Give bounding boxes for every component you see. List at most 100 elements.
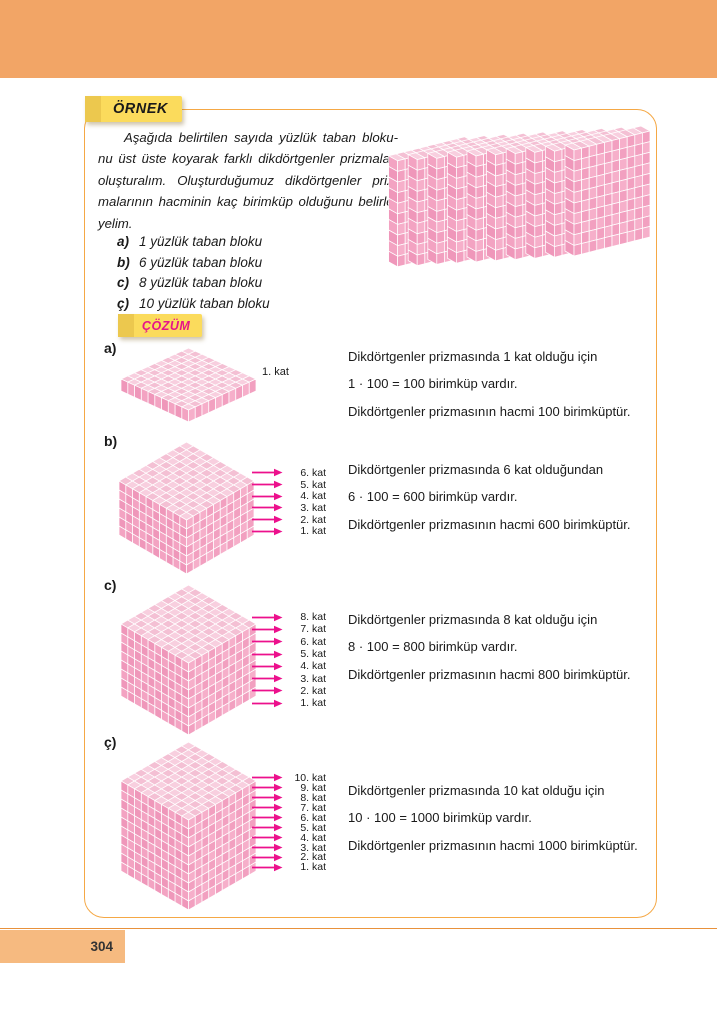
question-item-text: 10 yüzlük taban bloku [139,295,270,311]
layer-label: 2. kat [300,684,326,697]
solution-text: Dikdörtgenler prizmasında 8 kat olduğu i… [348,606,650,688]
layer-arrow-icon [252,492,283,500]
hundred-blocks-illustration [388,125,652,268]
question-item-marker: b) [117,254,130,270]
base-ten-block-figure [120,741,257,911]
layer-arrow-row: 6. kat [252,811,326,824]
layer-arrow-icon [252,515,283,524]
layer-arrow-icon [252,823,283,832]
layer-label: 4. kat [300,660,326,673]
layer-arrow-row: 5. kat [252,821,326,834]
layer-arrow-icon [252,638,283,646]
layer-arrow-row: 4. kat [252,831,326,844]
layer-arrow-icon [252,613,283,621]
layer-arrow-row: 3. kat [252,672,326,685]
layer-arrow-icon [252,863,283,872]
layer-arrow-icon [252,687,283,695]
layer-arrow-row: 8. kat [252,792,326,804]
layer-arrow-row: 4. kat [252,660,326,672]
layer-arrow-icon [252,527,283,535]
question-item-text: 6 yüzlük taban bloku [139,254,263,270]
layer-arrow-icon [252,662,283,671]
layer-arrow-icon [252,504,283,512]
layer-label: 5. kat [300,821,326,834]
layer-label: 8. kat [300,611,326,624]
layer-label: 7. kat [300,623,326,636]
layer-label: 1. kat [300,861,326,874]
layer-arrow-icon [252,853,283,862]
solution-line: 1 · 100 = 100 birimküp vardır. [348,376,518,392]
layer-arrow-icon [252,794,283,802]
layer-arrow-row: 3. kat [252,502,326,514]
layer-label: 2. kat [300,513,326,526]
layer-arrow-icon [252,843,283,852]
layer-label: 4. kat [300,831,326,844]
intro-line: nu üst üste koyarak farklı dikdörtgenler… [98,151,398,167]
layer-arrow-row: 9. kat [252,782,326,794]
ornek-tag: ÖRNEK [85,96,182,122]
question-item-text: 8 yüzlük taban bloku [139,275,263,291]
solution-line: Dikdörtgenler prizmasında 1 kat olduğu i… [348,349,598,364]
layer-arrow-icon [252,650,283,658]
footer-divider [0,928,717,929]
layer-label: 3. kat [300,672,326,685]
question-item-marker: a) [117,233,130,249]
layer-arrow-row: 3. kat [252,841,326,854]
question-item-marker: c) [117,275,130,291]
layer-label: 2. kat [300,851,326,864]
layer-arrow-row: 4. kat [252,490,326,502]
question-item-marker: ç) [117,295,130,311]
question-item: c) 8 yüzlük taban bloku [117,272,270,293]
layer-arrow-row: 2. kat [252,851,326,864]
solution-line: Dikdörtgenler prizmasının hacmi 800 biri… [348,666,631,682]
layer-label: 3. kat [300,501,326,514]
layer-label: 10. kat [294,771,326,784]
layer-label: 5. kat [300,648,326,661]
layer-label: 6. kat [300,811,326,824]
tag-edge-decoration [118,314,134,337]
layer-arrow-row: 1. kat [252,525,326,537]
intro-line: oluşturalım. Oluşturduğumuz dikdörtgenle… [98,172,398,188]
layer-arrow-row: 1. kat [252,861,326,874]
solution-line: Dikdörtgenler prizmasında 6 kat olduğund… [348,462,604,477]
page-number-box: 304 [0,929,125,963]
top-band [0,0,717,78]
layer-arrow-icon [252,833,283,842]
solution-marker: c) [104,577,117,593]
layer-label: 6. kat [300,635,326,648]
solution-marker: a) [104,340,117,356]
solution-line: 10 · 100 = 1000 birimküp vardır. [348,810,532,826]
layer-arrow-row: 6. kat [252,636,326,648]
solution-line: Dikdörtgenler prizmasında 8 kat olduğu i… [348,612,598,627]
question-list: a) 1 yüzlük taban bloku b) 6 yüzlük taban b… [117,231,270,314]
layer-arrow-icon [252,804,283,812]
layer-arrow-icon [252,814,283,822]
intro-line: Aşağıda belirtilen sayıda yüzlük taban b… [124,130,398,145]
question-item: ç) 10 yüzlük taban bloku [117,293,270,314]
base-ten-block-figure [120,584,257,736]
layer-label: 1. kat [300,525,326,538]
layer-label: 3. kat [300,841,326,854]
question-item: a) 1 yüzlük taban bloku [117,231,270,252]
layer-label: 6. kat [300,466,326,479]
layer-label: 5. kat [300,478,326,491]
solution-line: Dikdörtgenler prizmasının hacmi 100 biri… [348,403,631,419]
cozum-tag-label: ÇÖZÜM [142,318,191,333]
layer-label: 1. kat [262,366,289,378]
intro-paragraph: Aşağıda belirtilen sayıda yüzlük taban b… [98,127,398,234]
layer-arrow-row: 5. kat [252,479,326,491]
base-ten-block-figure [120,347,257,423]
intro-line: yelim. [98,215,133,231]
solution-text: Dikdörtgenler prizmasında 1 kat olduğu i… [348,343,650,425]
layer-arrow-row: 6. kat [252,467,326,479]
intro-line: malarının hacminin kaç birimküp olduğunu… [98,194,398,210]
layer-arrow-icon [252,480,283,489]
layer-arrow-icon [252,784,283,792]
ornek-tag-label: ÖRNEK [113,101,168,117]
solution-line: Dikdörtgenler prizmasında 10 kat olduğu … [348,783,605,798]
solution-text: Dikdörtgenler prizmasında 10 kat olduğu … [348,777,650,859]
question-item-text: 1 yüzlük taban bloku [139,233,263,249]
